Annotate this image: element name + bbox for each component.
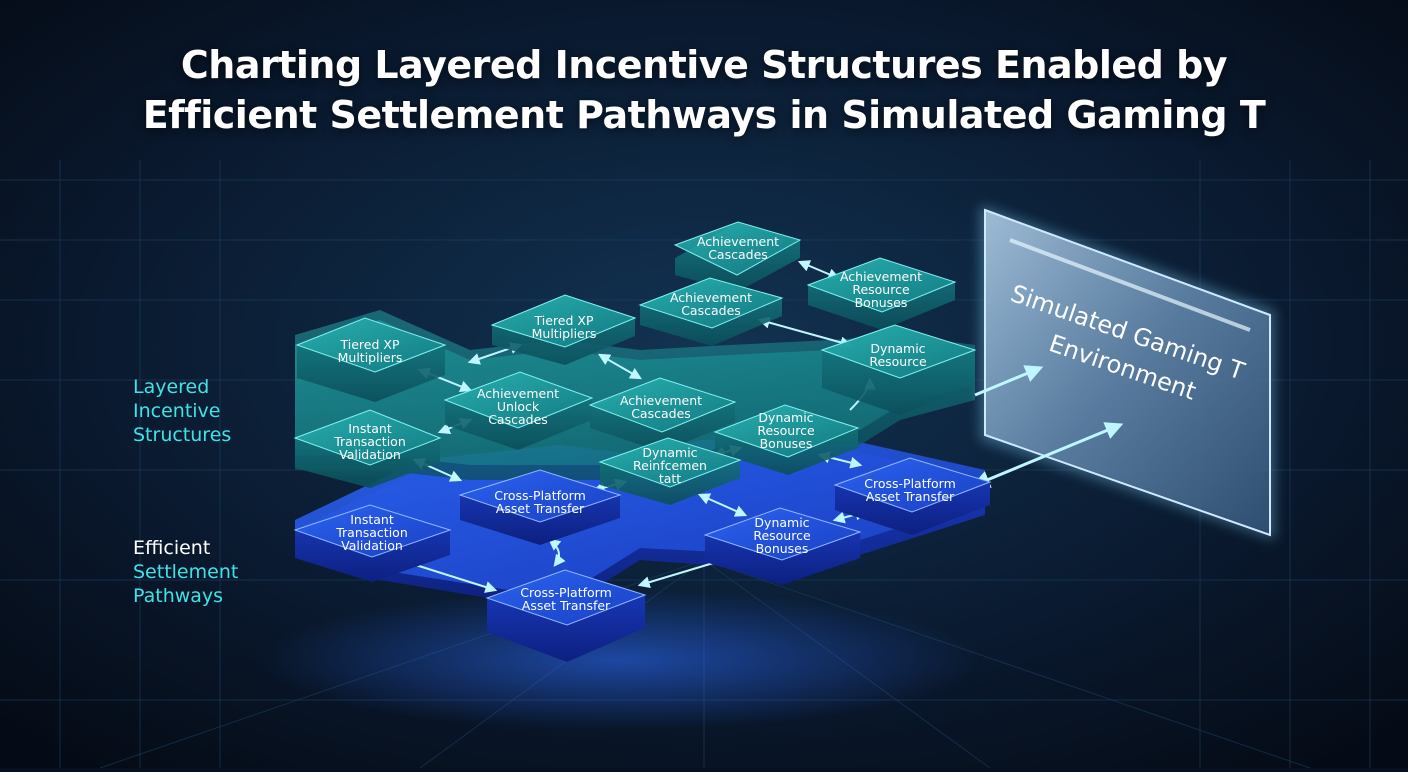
node-label: Achievement — [620, 393, 702, 408]
node-label: Dynamic — [642, 445, 697, 460]
node-label: Cascades — [708, 247, 768, 262]
label-word: Pathways — [133, 585, 224, 607]
node-instant-validation-blue[interactable]: Instant Transaction Validation — [293, 504, 452, 582]
node-label: Multipliers — [338, 350, 403, 365]
node-label: Dynamic — [754, 515, 809, 530]
node-dynamic-reinforcement[interactable]: Dynamic Reinfcemen tatt — [598, 437, 742, 505]
node-label: Achievement — [697, 234, 779, 249]
node-label: Dynamic — [758, 410, 813, 425]
node-achievement-resource-bonuses[interactable]: Achievement Resource Bonuses — [806, 257, 957, 330]
node-achievement-cascades-top[interactable]: Achievement Cascades — [673, 221, 802, 292]
node-label: Achievement — [477, 386, 559, 401]
node-dynamic-resource-right[interactable]: Dynamic Resource — [820, 324, 977, 415]
node-dynamic-resource-bonuses-blue[interactable]: Dynamic Resource Bonuses — [703, 507, 862, 585]
node-label: Instant — [348, 421, 392, 436]
node-label: Bonuses — [756, 541, 809, 556]
node-label: Reinfcemen — [633, 458, 707, 473]
node-label: Multipliers — [532, 326, 597, 341]
node-label: Cross-Platform — [520, 585, 612, 600]
label-word: Layered — [133, 376, 210, 398]
node-instant-validation-teal[interactable]: Instant Transaction Validation — [293, 409, 442, 488]
node-label: Resource — [757, 423, 815, 438]
node-label: Cascades — [631, 406, 691, 421]
label-word: Incentive — [133, 400, 221, 422]
node-label: Validation — [339, 447, 401, 462]
node-label: Unlock — [497, 399, 540, 414]
node-cross-platform-bottom[interactable]: Cross-Platform Asset Transfer — [485, 569, 647, 662]
node-achievement-cascades-mid[interactable]: Achievement Cascades — [638, 277, 784, 346]
node-label: Transaction — [333, 434, 406, 449]
node-cross-platform-right[interactable]: Cross-Platform Asset Transfer — [833, 457, 992, 535]
node-tiered-xp-left[interactable]: Tiered XP Multipliers — [295, 317, 447, 402]
diagram-title: Charting Layered Incentive Structures En… — [0, 40, 1408, 140]
node-label: Bonuses — [855, 295, 908, 310]
node-label: Asset Transfer — [496, 501, 585, 516]
label-word: Efficient — [133, 537, 211, 559]
node-label: Instant — [350, 512, 394, 527]
label-word: Structures — [133, 424, 232, 446]
node-label: Achievement — [670, 290, 752, 305]
floor-reflection — [260, 590, 980, 730]
node-label: Bonuses — [760, 436, 813, 451]
node-label: Transaction — [335, 525, 408, 540]
node-label: Cascades — [488, 412, 548, 427]
node-label: Achievement — [840, 269, 922, 284]
node-label: tatt — [659, 471, 681, 486]
node-cross-platform-mid[interactable]: Cross-Platform Asset Transfer — [458, 469, 622, 545]
efficient-settlement-label: Efficient Settlement Pathways — [133, 536, 238, 608]
node-label: Cascades — [681, 303, 741, 318]
title-line-1: Charting Layered Incentive Structures En… — [180, 43, 1228, 87]
label-word: Settlement — [133, 561, 239, 583]
connectors — [397, 260, 1124, 593]
node-achievement-unlock-cascades[interactable]: Achievement Unlock Cascades — [443, 371, 594, 450]
node-label: Cross-Platform — [494, 488, 586, 503]
node-label: Dynamic — [870, 341, 925, 356]
layered-incentive-label: Layered Incentive Structures — [133, 375, 231, 447]
node-label: Tiered XP — [534, 313, 594, 328]
node-achievement-cascades-low[interactable]: Achievement Cascades — [588, 377, 737, 452]
node-label: Resource — [869, 354, 927, 369]
node-label: Asset Transfer — [522, 598, 611, 613]
node-label: Resource — [852, 282, 910, 297]
node-label: Resource — [753, 528, 811, 543]
node-dynamic-resource-bonuses-teal[interactable]: Dynamic Resource Bonuses — [713, 404, 860, 475]
node-tiered-xp-center[interactable]: Tiered XP Multipliers — [490, 294, 637, 365]
title-line-2: Efficient Settlement Pathways in Simulat… — [142, 93, 1266, 137]
node-label: Cross-Platform — [864, 476, 956, 491]
node-label: Asset Transfer — [866, 489, 955, 504]
node-label: Validation — [341, 538, 403, 553]
node-label: Tiered XP — [340, 337, 400, 352]
